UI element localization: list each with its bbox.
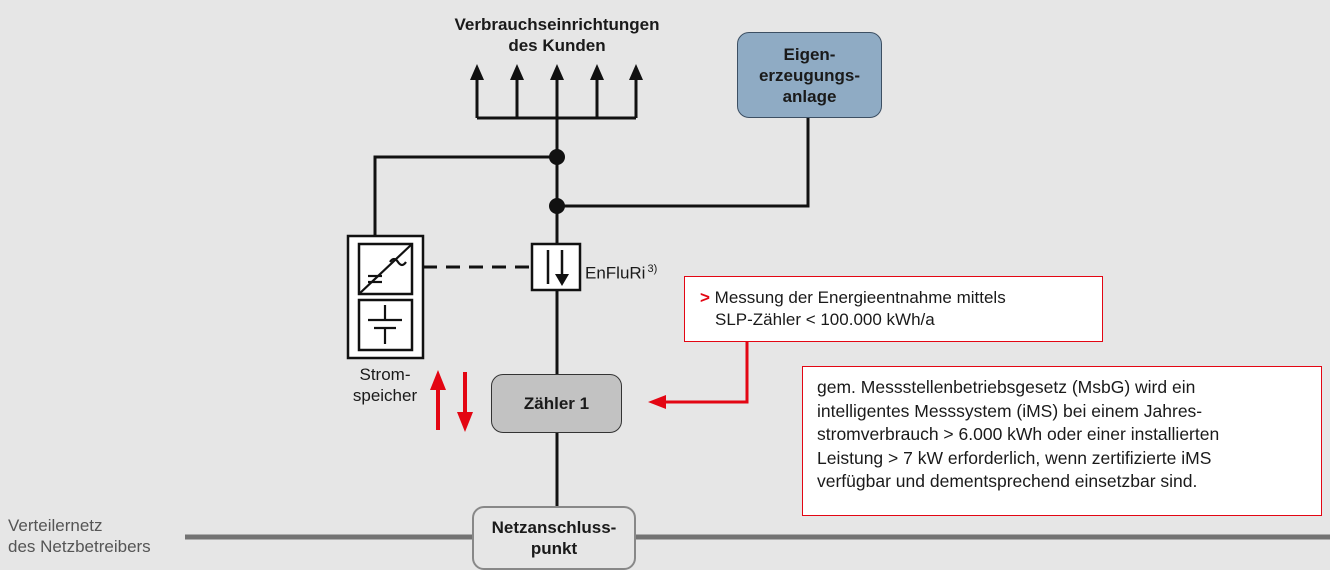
battery-icon <box>368 305 402 344</box>
bidirectional-red-arrows <box>430 370 473 432</box>
measurement-note: > Messung der Energieentnahme mittels SL… <box>684 276 1103 342</box>
note-bullet: > <box>700 288 710 307</box>
main-wiring <box>373 118 810 506</box>
storage-symbol <box>346 234 425 360</box>
inverter-icon <box>358 243 413 295</box>
junction-dot-lower <box>549 198 565 214</box>
meter-box: Zähler 1 <box>491 374 622 433</box>
storage-label: Strom- speicher <box>352 365 418 405</box>
generation-box: Eigen- erzeugungs- anlage <box>737 32 882 118</box>
consumer-arrows <box>470 64 643 157</box>
junction-dot-upper <box>549 149 565 165</box>
msbg-note: gem. Messstellenbetriebsgesetz (MsbG) wi… <box>802 366 1322 516</box>
note-pointer-arrow <box>648 342 749 409</box>
grid-label: Verteilernetz des Netzbetreibers <box>8 516 151 556</box>
grid-connection-box: Netzanschluss- punkt <box>472 506 636 570</box>
consumers-label: Verbrauchseinrichtungen des Kunden <box>454 15 660 55</box>
enfluri-symbol <box>530 242 582 292</box>
enfluri-footnote: 3) <box>647 263 658 275</box>
